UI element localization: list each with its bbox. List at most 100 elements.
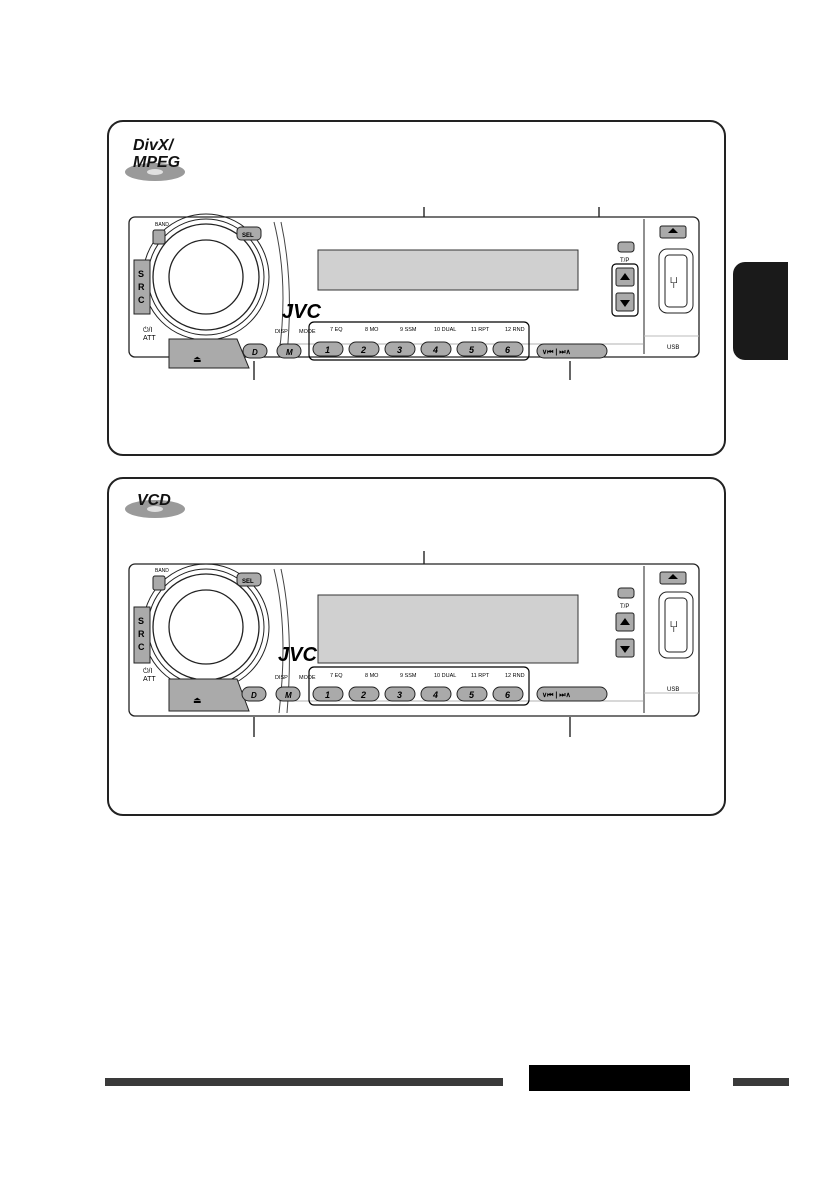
preset-button-2[interactable]: 2 — [348, 341, 380, 357]
src-button[interactable]: S R C — [133, 606, 151, 664]
triangle-up-icon — [620, 618, 630, 625]
eject-button[interactable]: ⏏ — [168, 338, 250, 369]
mode-fn-3: 9 SSM — [400, 327, 417, 333]
skip-button[interactable]: ∨⏮ | ⏭∧ — [536, 686, 608, 702]
brand-logo: JVC — [278, 644, 317, 666]
preset-button-5[interactable]: 5 — [456, 341, 488, 357]
m-button[interactable]: M — [276, 343, 302, 359]
triangle-down-icon — [620, 646, 630, 653]
svg-text:R: R — [138, 629, 145, 639]
svg-text:T/P: T/P — [620, 604, 629, 610]
att-label: ⏻/I — [143, 667, 152, 675]
svg-text:⏏: ⏏ — [193, 695, 202, 705]
disp-label: DISP — [275, 675, 288, 681]
preset-button-3[interactable]: 3 — [384, 686, 416, 702]
sel-button[interactable]: SEL — [236, 226, 262, 241]
badge-line-2: MPEG — [133, 154, 180, 171]
eject-button[interactable]: ⏏ — [168, 678, 250, 712]
skip-button[interactable]: ∨⏮ | ⏭∧ — [536, 343, 608, 359]
svg-text:S: S — [138, 616, 144, 626]
disc-badge: DivX/ MPEG — [125, 137, 185, 181]
mode-fn-6: 12 RND — [505, 327, 525, 333]
tp-button[interactable]: T/P — [617, 587, 635, 610]
tp-button[interactable]: T/P — [617, 241, 635, 264]
eject-icon — [668, 574, 678, 579]
svg-text:D: D — [252, 348, 258, 357]
preset-button-1[interactable]: 1 — [312, 686, 344, 702]
preset-button-6[interactable]: 6 — [492, 686, 524, 702]
footer-page-box — [529, 1065, 690, 1091]
usb-icon: ⑂ — [669, 619, 679, 636]
svg-text:C: C — [138, 295, 145, 305]
d-button[interactable]: D — [241, 686, 267, 702]
mode-fn-2: 8 MO — [365, 673, 379, 679]
svg-text:SEL: SEL — [242, 579, 254, 585]
att-label: ⏻/I — [143, 326, 152, 334]
footer-bar-right — [733, 1078, 789, 1086]
mode-fn-6: 12 RND — [505, 673, 525, 679]
preset-button-1[interactable]: 1 — [312, 341, 344, 357]
src-button[interactable]: S R C — [133, 259, 151, 315]
usb-icon: ⑂ — [669, 275, 679, 292]
mode-label: MODE — [299, 329, 316, 335]
svg-text:4: 4 — [432, 690, 438, 700]
svg-text:C: C — [138, 642, 145, 652]
panel-eject-button[interactable] — [659, 225, 687, 239]
mode-fn-5: 11 RPT — [471, 327, 490, 333]
mode-fn-4: 10 DUAL — [434, 673, 456, 679]
svg-text:R: R — [138, 282, 145, 292]
down-button[interactable] — [615, 292, 635, 312]
m-button[interactable]: M — [275, 686, 301, 702]
svg-text:2: 2 — [360, 690, 366, 700]
svg-text:6: 6 — [505, 690, 511, 700]
svg-text:3: 3 — [397, 345, 402, 355]
preset-button-2[interactable]: 2 — [348, 686, 380, 702]
preset-button-5[interactable]: 5 — [456, 686, 488, 702]
down-button[interactable] — [615, 638, 635, 658]
triangle-down-icon — [620, 300, 630, 307]
mode-fn-5: 11 RPT — [471, 673, 490, 679]
preset-button-3[interactable]: 3 — [384, 341, 416, 357]
svg-text:D: D — [251, 691, 257, 700]
preset-button-6[interactable]: 6 — [492, 341, 524, 357]
disp-label: DISP — [275, 329, 288, 335]
sel-button[interactable]: SEL — [236, 572, 262, 587]
footer-bar-left — [105, 1078, 503, 1086]
band-label: BAND — [155, 222, 169, 228]
svg-text:T/P: T/P — [620, 258, 629, 264]
triangle-up-icon — [620, 273, 630, 280]
disc-badge: VCD — [125, 492, 185, 518]
svg-text:∨⏮ | ⏭∧: ∨⏮ | ⏭∧ — [542, 349, 571, 356]
d-button[interactable]: D — [242, 343, 268, 359]
band-button[interactable]: BAND — [152, 568, 169, 591]
volume-knob[interactable] — [142, 213, 270, 341]
panel-eject-button[interactable] — [659, 571, 687, 585]
badge-line-1: DivX/ — [133, 137, 175, 154]
mode-fn-3: 9 SSM — [400, 673, 417, 679]
mode-fn-4: 10 DUAL — [434, 327, 456, 333]
svg-text:M: M — [285, 691, 292, 700]
svg-text:5: 5 — [469, 690, 475, 700]
preset-button-4[interactable]: 4 — [420, 341, 452, 357]
band-label: BAND — [155, 568, 169, 574]
svg-text:6: 6 — [505, 345, 511, 355]
svg-text:4: 4 — [432, 345, 438, 355]
svg-text:1: 1 — [325, 690, 330, 700]
up-button[interactable] — [615, 612, 635, 632]
svg-text:3: 3 — [397, 690, 402, 700]
svg-text:5: 5 — [469, 345, 475, 355]
badge-line-1: VCD — [137, 492, 171, 509]
band-button[interactable]: BAND — [152, 222, 169, 245]
usb-port[interactable]: ⑂ — [658, 248, 694, 314]
usb-label: USB — [667, 687, 679, 693]
display-window — [317, 594, 579, 664]
svg-text:1: 1 — [325, 345, 330, 355]
display-window — [317, 249, 579, 291]
preset-button-4[interactable]: 4 — [420, 686, 452, 702]
up-button[interactable] — [615, 267, 635, 287]
svg-text:S: S — [138, 269, 144, 279]
usb-port[interactable]: ⑂ — [658, 591, 694, 659]
mode-label: MODE — [299, 675, 316, 681]
svg-text:ATT: ATT — [143, 335, 156, 342]
svg-text:ATT: ATT — [143, 676, 156, 683]
